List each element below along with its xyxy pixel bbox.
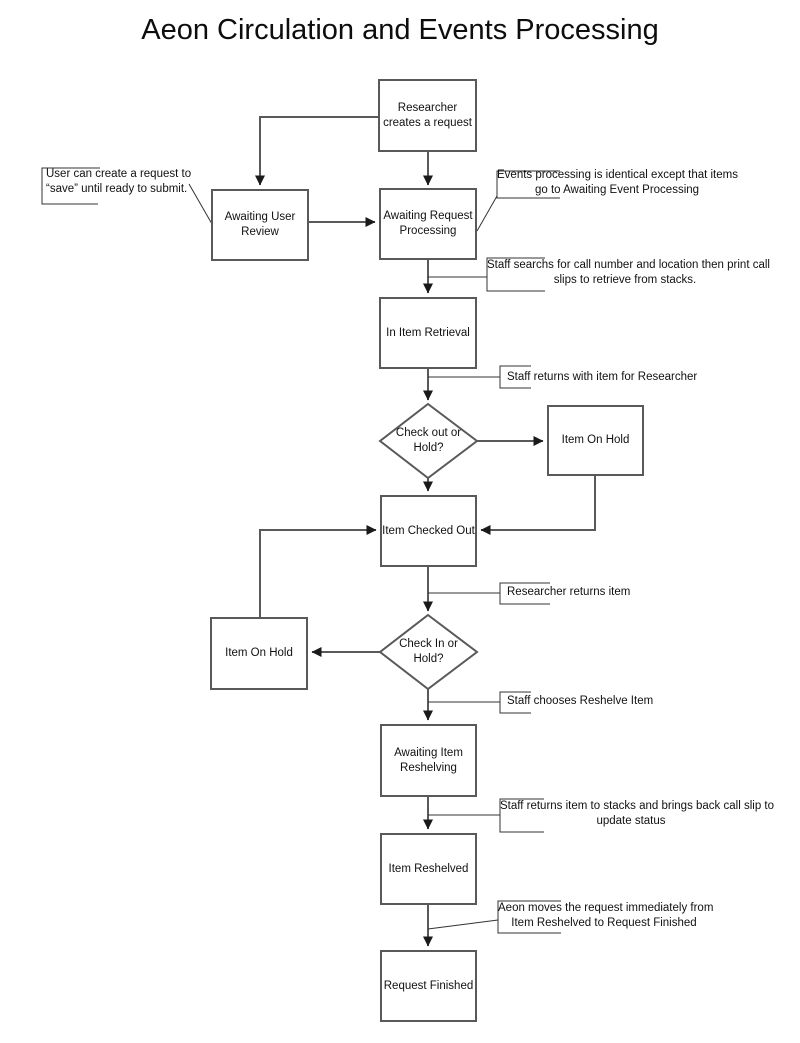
annotation-aeon-moves-request: Aeon moves the request immediately from … xyxy=(498,902,714,929)
annotation-staff-searchs: Staff searchs for call number and locati… xyxy=(487,259,770,286)
annotation-staff-chooses-reshelve: Staff chooses Reshelve Item xyxy=(507,695,654,707)
node-in-item-retrieval: In Item Retrieval xyxy=(379,297,477,369)
diamond-check-out-or-hold xyxy=(378,402,479,480)
node-item-on-hold-left: Item On Hold xyxy=(210,617,308,690)
node-item-reshelved: Item Reshelved xyxy=(380,833,477,905)
node-awaiting-request-processing: Awaiting Request Processing xyxy=(379,188,477,260)
callout-connector-aeon-moves-request xyxy=(427,919,499,930)
callout-connector-events-processing xyxy=(476,195,498,232)
callout-connector-user-save xyxy=(188,183,213,225)
arrow-hold-right-to-checked-out xyxy=(480,476,596,535)
node-request-finished: Request Finished xyxy=(380,950,477,1022)
arrow-hold-left-to-checked-out xyxy=(259,525,377,617)
annotation-user-save: User can create a request to “save” unti… xyxy=(46,168,192,195)
annotation-staff-returns-to-stacks: Staff returns item to stacks and brings … xyxy=(500,800,774,827)
callout-bracket-aeon-moves-request xyxy=(497,900,561,934)
callout-bracket-events-processing xyxy=(496,170,560,199)
diamond-check-in-or-hold xyxy=(378,613,479,691)
arrow-researcher-to-user-review xyxy=(255,116,378,186)
annotation-events-processing: Events processing is identical except th… xyxy=(497,169,738,196)
annotation-researcher-returns-item: Researcher returns item xyxy=(507,586,631,598)
label-check-out-or-hold: Check out or Hold? xyxy=(395,427,462,454)
node-awaiting-item-reshelving: Awaiting Item Reshelving xyxy=(380,724,477,797)
node-awaiting-user-review: Awaiting User Review xyxy=(211,189,309,261)
callout-bracket-staff-searchs xyxy=(486,257,545,292)
node-item-checked-out: Item Checked Out xyxy=(380,495,477,567)
callout-bracket-user-save xyxy=(41,167,100,205)
node-researcher-creates-request: Researcher creates a request xyxy=(378,79,477,152)
node-item-on-hold-right: Item On Hold xyxy=(547,405,644,476)
annotation-staff-returns-with-item: Staff returns with item for Researcher xyxy=(507,371,698,383)
page-title: Aeon Circulation and Events Processing xyxy=(141,14,659,46)
label-check-in-or-hold: Check In or Hold? xyxy=(399,638,458,665)
